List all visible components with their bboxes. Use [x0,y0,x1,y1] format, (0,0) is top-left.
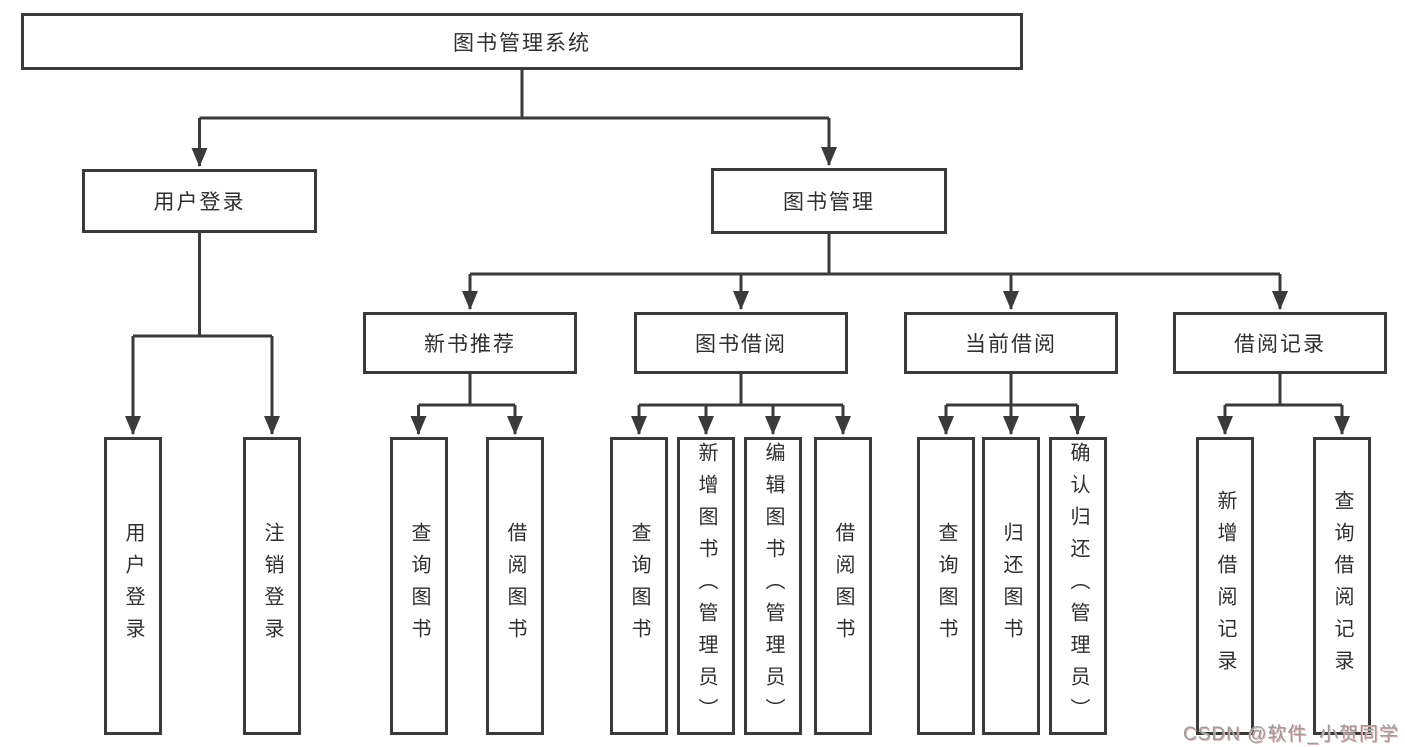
leaf-logout: 注销登录 [243,437,301,735]
node-current-borrow: 当前借阅 [904,312,1118,374]
node-label: 查询借阅记录 [1331,490,1353,682]
node-label: 新增借阅记录 [1214,490,1236,682]
csdn-watermark: CSDN @软件_小贺同学 [1183,724,1399,745]
node-label: 图书借阅 [695,333,787,356]
leaf-return-book: 归还图书 [982,437,1040,735]
node-label: 新增图书（管理员） [695,442,717,730]
leaf-query-book-current: 查询图书 [917,437,975,735]
node-label: 借阅图书 [504,522,526,650]
node-label: 归还图书 [1000,522,1022,650]
leaf-borrow-book-recommend: 借阅图书 [486,437,544,735]
node-label: 查询图书 [628,522,650,650]
node-library-management-system: 图书管理系统 [21,13,1023,70]
leaf-add-borrow-record: 新增借阅记录 [1196,437,1254,735]
node-label: 查询图书 [935,522,957,650]
node-new-book-recommend: 新书推荐 [363,312,577,374]
node-label: 图书管理 [783,191,875,214]
node-label: 查询图书 [408,522,430,650]
node-label: 新书推荐 [424,333,516,356]
leaf-add-book-admin: 新增图书（管理员） [677,437,735,735]
node-book-management: 图书管理 [711,168,947,234]
node-label: 借阅图书 [832,522,854,650]
node-label: 借阅记录 [1234,333,1326,356]
node-label: 图书管理系统 [453,31,591,55]
leaf-query-book-borrow: 查询图书 [610,437,668,735]
node-label: 注销登录 [261,522,283,650]
node-label: 当前借阅 [965,333,1057,356]
node-borrow-records: 借阅记录 [1173,312,1387,374]
node-label: 用户登录 [153,191,246,214]
leaf-confirm-return-admin: 确认归还（管理员） [1049,437,1107,735]
leaf-user-login: 用户登录 [104,437,162,735]
leaf-borrow-book: 借阅图书 [814,437,872,735]
leaf-query-borrow-record: 查询借阅记录 [1313,437,1371,735]
leaf-query-book-recommend: 查询图书 [390,437,448,735]
node-user-login: 用户登录 [82,169,317,233]
leaf-edit-book-admin: 编辑图书（管理员） [744,437,802,735]
node-label: 编辑图书（管理员） [762,442,784,730]
node-book-borrow: 图书借阅 [634,312,848,374]
node-label: 确认归还（管理员） [1067,442,1089,730]
node-label: 用户登录 [122,522,144,650]
